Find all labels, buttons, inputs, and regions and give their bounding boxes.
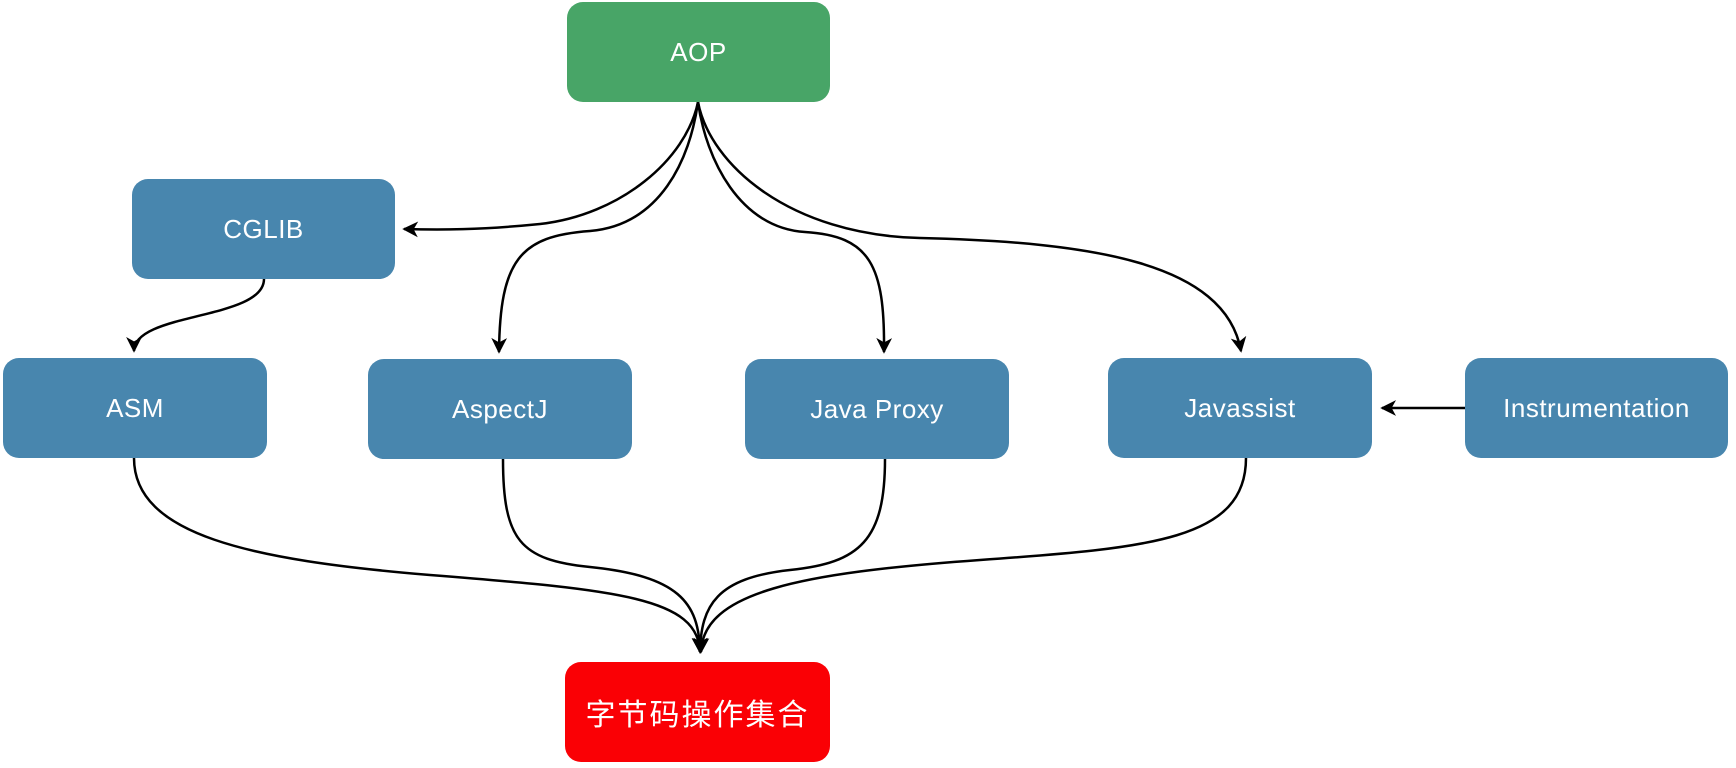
node-aop: AOP [567,2,830,102]
node-asm-label: ASM [106,392,164,423]
edge-aop-javaproxy [696,101,893,354]
node-instrumentation-label: Instrumentation [1503,392,1690,423]
edge-aop-aspectj [491,101,700,354]
edge-aspectj-bytecode [501,458,708,654]
node-javassist-label: Javassist [1184,392,1296,423]
node-aspectj-label: AspectJ [452,393,548,424]
edge-cglib-asm [126,278,266,353]
edge-aop-javassist [696,101,1247,353]
node-aspectj: AspectJ [368,359,632,459]
node-asm: ASM [3,358,267,458]
node-aop-label: AOP [670,36,727,67]
edge-asm-bytecode [132,457,708,654]
node-bytecode-operations-label: 字节码操作集合 [585,699,810,732]
edge-javassist-bytecode [693,457,1248,654]
edge-javaproxy-bytecode [692,458,887,654]
node-java-proxy: Java Proxy [745,359,1009,459]
node-java-proxy-label: Java Proxy [810,393,944,424]
node-cglib: CGLIB [132,179,395,279]
node-cglib-label: CGLIB [223,213,304,244]
edge-aop-cglib [402,101,700,238]
node-instrumentation: Instrumentation [1465,358,1728,458]
node-javassist: Javassist [1108,358,1372,458]
node-bytecode-operations: 字节码操作集合 [565,662,830,762]
